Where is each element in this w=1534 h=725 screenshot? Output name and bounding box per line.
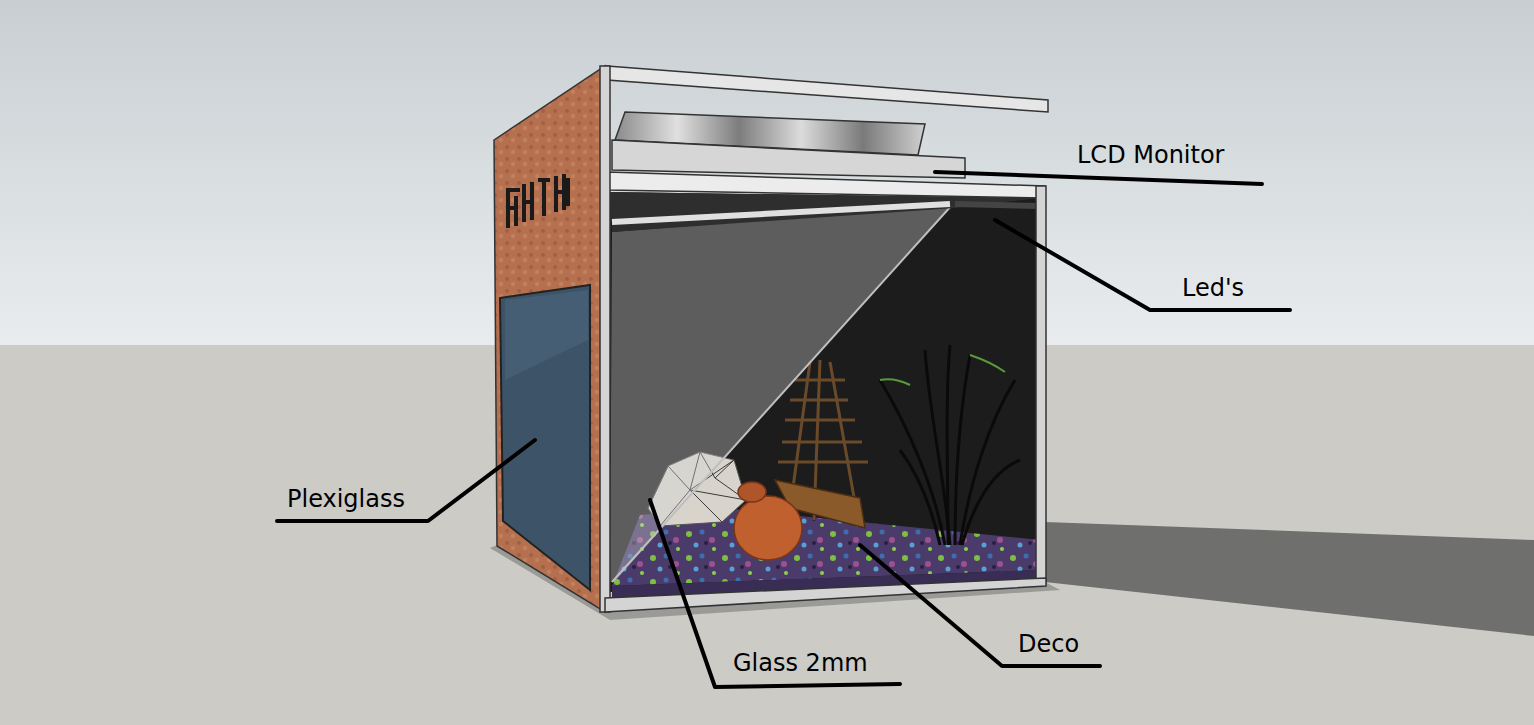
plant-deco [880, 345, 1020, 545]
glass-plane [610, 205, 952, 582]
led-bar [955, 204, 1038, 206]
leader-line [935, 172, 1262, 184]
left-post [600, 66, 610, 612]
leader-line [277, 440, 535, 521]
glass-edge [612, 205, 952, 582]
pot-deco [734, 496, 802, 560]
part-label: Deco [1018, 630, 1079, 658]
bottom-rail [605, 578, 1046, 612]
part-label: Led's [1182, 274, 1244, 302]
pot-neck [738, 482, 766, 502]
interior [610, 192, 1040, 592]
part-label: Plexiglass [287, 485, 405, 513]
leader-line [995, 220, 1290, 310]
part-label: LCD Monitor [1077, 141, 1224, 169]
monitor-frame [612, 140, 965, 178]
leader-line [650, 500, 900, 687]
ceiling [610, 192, 1040, 232]
side-panel [494, 66, 605, 612]
shadow [1045, 522, 1534, 636]
side-logo [506, 174, 570, 228]
top-lid [607, 66, 1048, 112]
leader-lines [277, 172, 1290, 687]
plexiglass-window [500, 285, 590, 590]
plant-highlight [880, 355, 1005, 385]
window-reflection [505, 290, 588, 380]
part-label: Glass 2mm [733, 649, 868, 677]
leader-line [860, 545, 1100, 666]
led-strip [612, 204, 950, 222]
